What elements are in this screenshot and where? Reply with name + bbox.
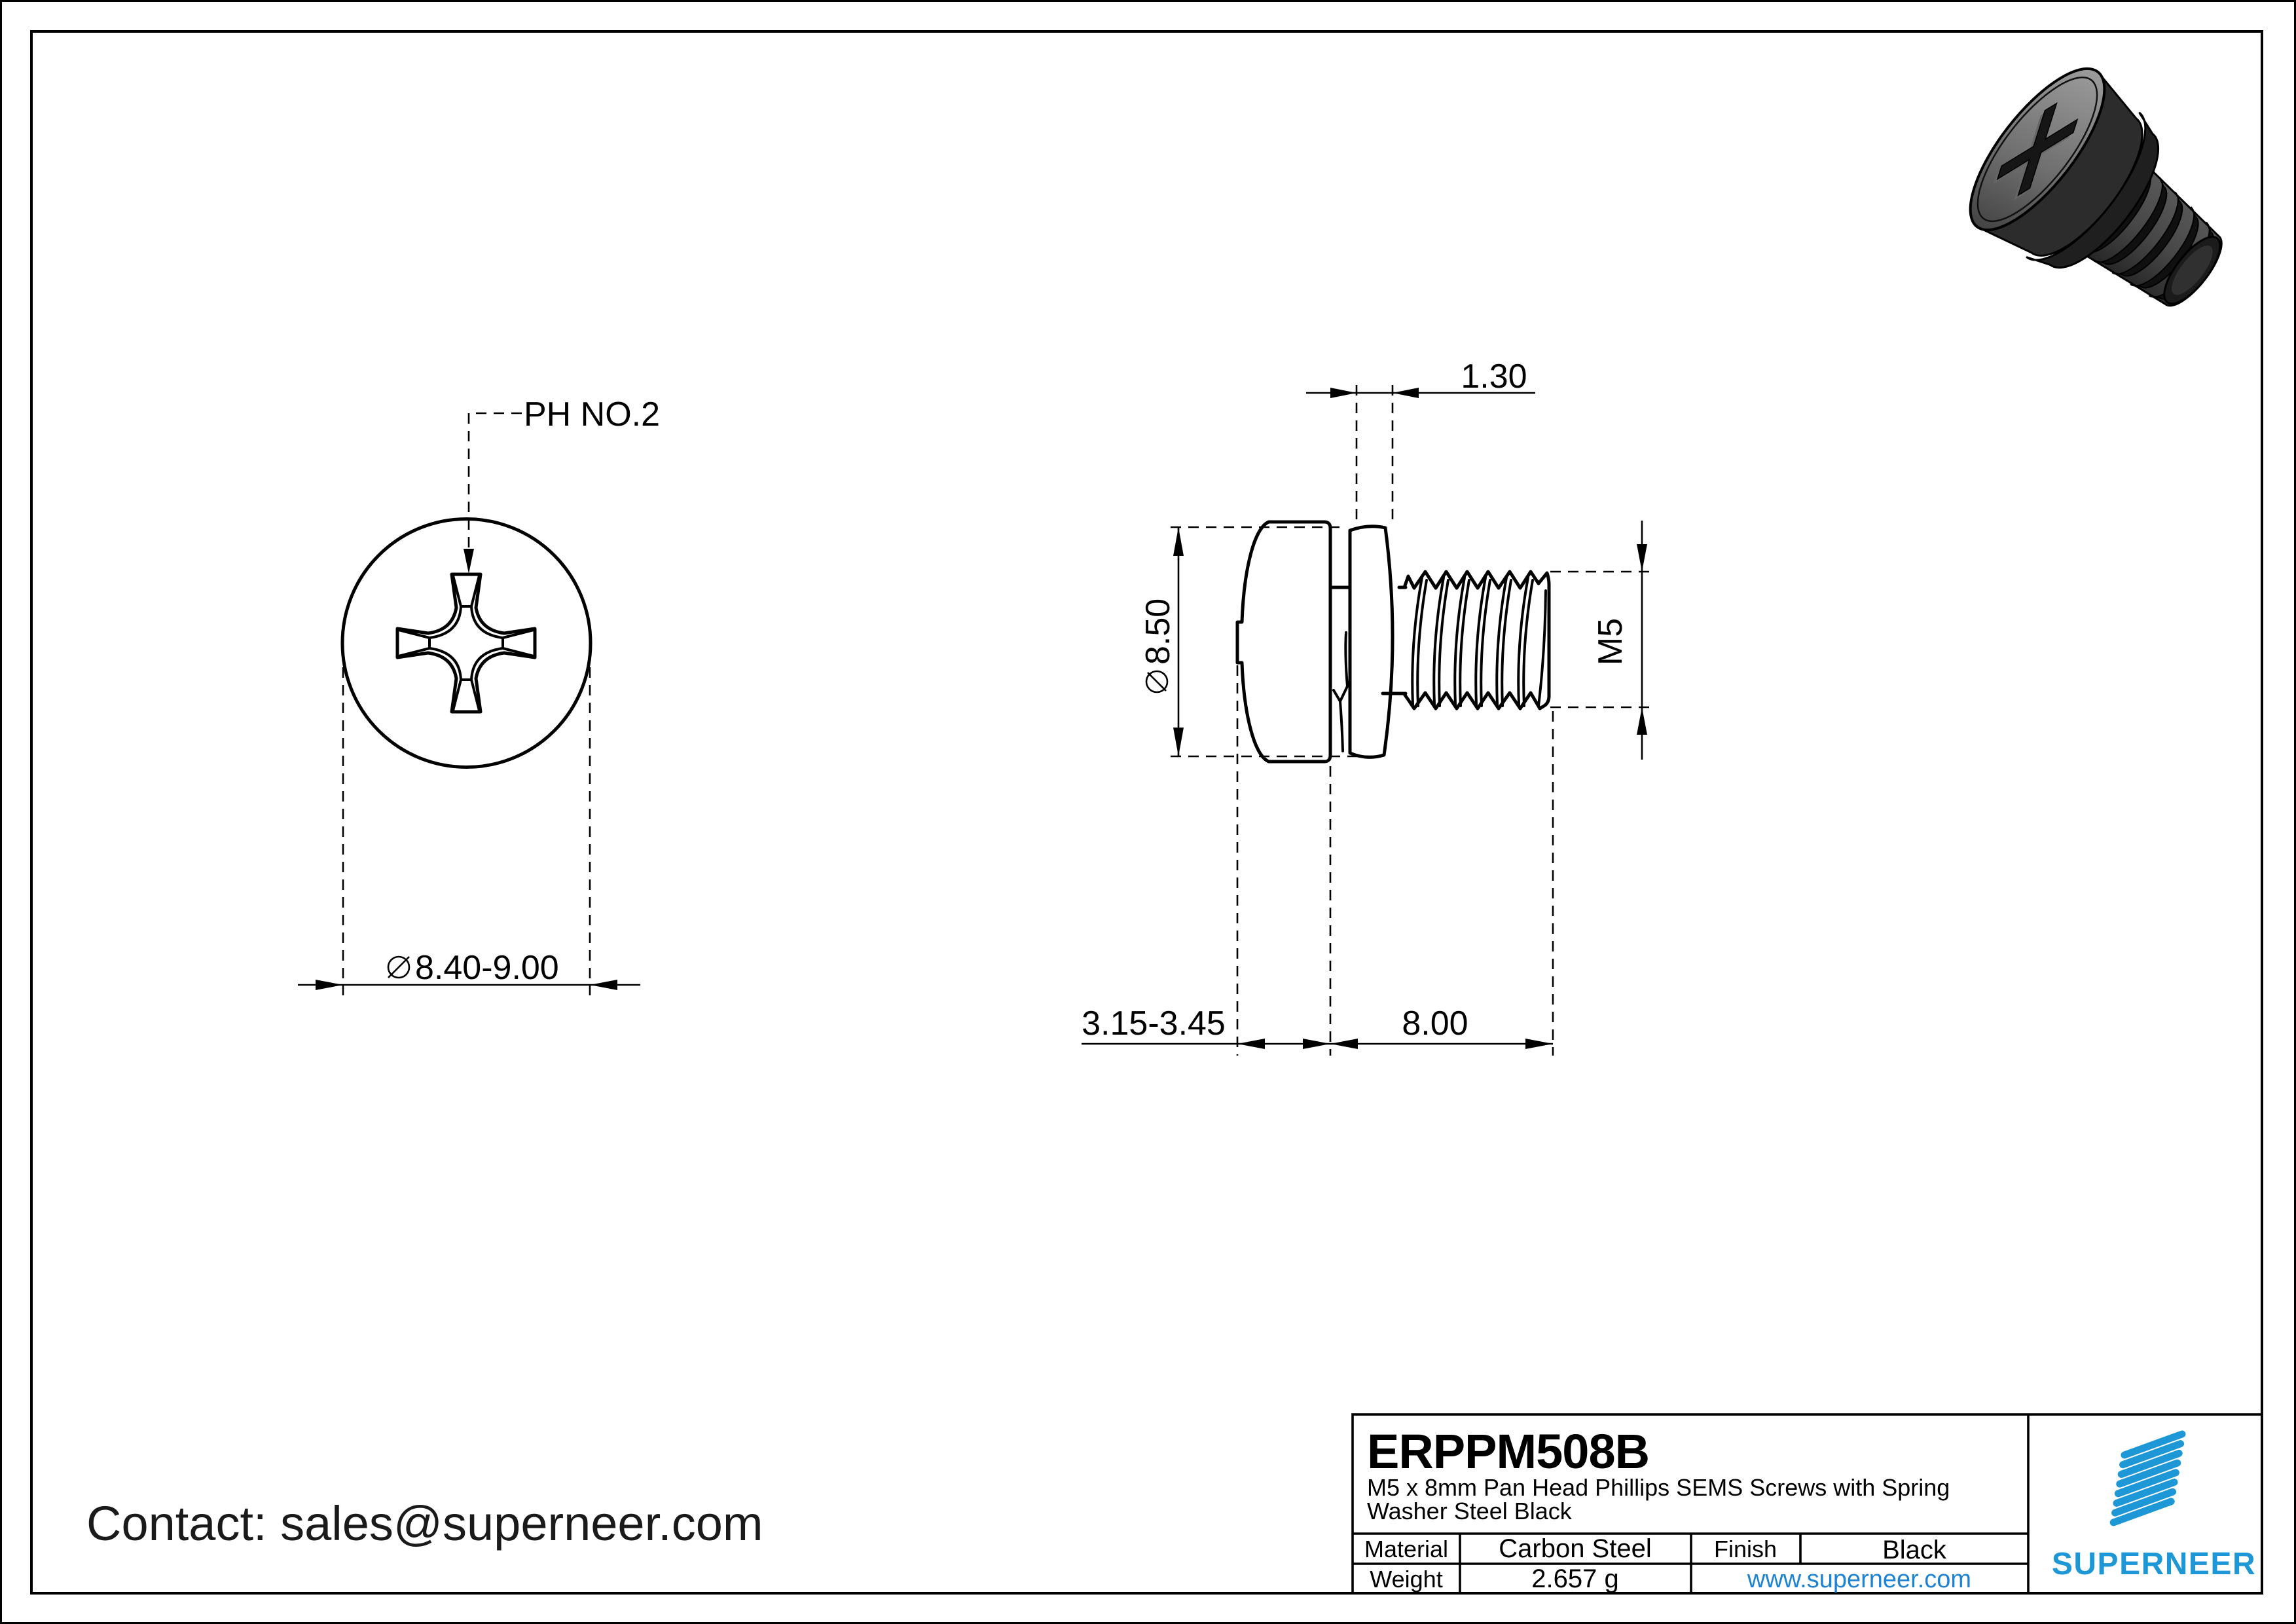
spring-washer: [1348, 525, 1394, 759]
material-value: Carbon Steel: [1499, 1534, 1651, 1563]
phillips-recess-3d-icon: [1993, 102, 2079, 200]
table-column-lines: [1459, 1414, 2030, 1593]
head-diameter-side-value: 8.50: [1139, 599, 1177, 665]
washer-thickness-value: 1.30: [1461, 358, 1527, 396]
thread-length-value: 8.00: [1402, 1005, 1468, 1043]
diameter-symbol-icon: [1145, 670, 1169, 693]
head-outline-circle: [340, 517, 592, 769]
dim-washer-thickness: 1.30: [1306, 358, 1535, 523]
head-profile: [1235, 520, 1332, 764]
head-rim-3d: [1977, 76, 2098, 223]
description-line-2: Washer Steel Black: [1367, 1498, 1573, 1524]
contact-line: Contact: sales@superneer.com: [86, 1496, 763, 1551]
phillips-cross-inner: [397, 574, 535, 712]
dim-head-diameter-front: 8.40-9.00: [298, 650, 640, 995]
screw-tip-chamfer-3d: [2172, 245, 2213, 295]
head-height-value: 3.15-3.45: [1082, 1005, 1226, 1043]
part-number: ERPPM508B: [1367, 1424, 1649, 1479]
finish-value: Black: [1882, 1536, 1947, 1564]
dim-head-height-and-length: 3.15-3.45 8.00: [1082, 665, 1554, 1056]
title-block: ERPPM508B M5 x 8mm Pan Head Phillips SEM…: [1351, 1413, 2263, 1595]
dim-thread-spec: M5: [1550, 521, 1656, 760]
drive-type-label: PH NO.2: [524, 396, 660, 434]
leader-arrowhead: [464, 549, 474, 574]
dim-head-diameter-side: 8.50: [1139, 526, 1381, 758]
weight-value: 2.657 g: [1531, 1564, 1618, 1593]
material-label: Material: [1364, 1536, 1448, 1562]
diameter-symbol-icon: [387, 955, 410, 979]
website-link[interactable]: www.superneer.com: [1747, 1566, 1971, 1593]
drawing-frame: [30, 30, 2263, 1595]
superneer-logo: SUPERNEER: [2052, 1430, 2256, 1581]
thread-flank-lines: [1411, 576, 1547, 707]
thread-spec-value: M5: [1592, 618, 1630, 665]
brand-name: SUPERNEER: [2052, 1547, 2256, 1581]
finish-label: Finish: [1714, 1536, 1777, 1562]
phillips-cross-outer: [395, 572, 537, 714]
weight-label: Weight: [1370, 1566, 1442, 1593]
head-diameter-front-value: 8.40-9.00: [415, 949, 559, 987]
title-block-border: [1351, 1413, 2263, 1595]
logo-stripes-icon: [2109, 1430, 2186, 1526]
drive-leader: PH NO.2: [464, 396, 660, 574]
description-line-1: M5 x 8mm Pan Head Phillips SEMS Screws w…: [1367, 1474, 1950, 1501]
screw-3d-render: [1969, 67, 2223, 307]
spring-washer-split: [1332, 631, 1349, 752]
thread-outline: [1402, 570, 1551, 710]
front-view: PH NO.2 8.40-9.00: [298, 396, 660, 995]
side-view: 1.30 8.50 M5: [1082, 358, 1656, 1056]
